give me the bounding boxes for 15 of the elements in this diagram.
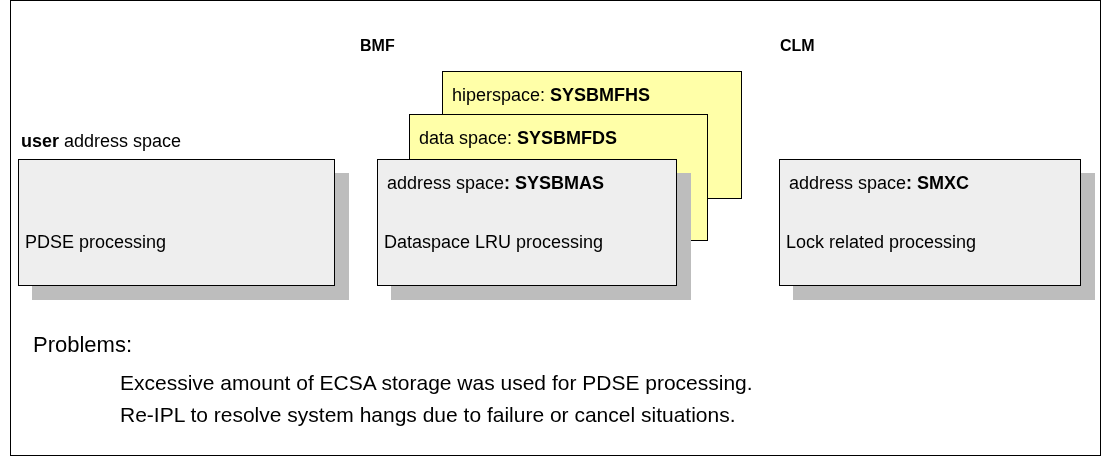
box-heading: address space: SMXC bbox=[789, 174, 970, 192]
box-heading: address space: SYSBMAS bbox=[387, 174, 605, 192]
note-heading: Problems: bbox=[33, 334, 133, 356]
box-heading: data space: SYSBMFDS bbox=[419, 129, 618, 147]
box-text: PDSE processing bbox=[25, 233, 167, 251]
box-heading: user address space bbox=[21, 132, 182, 150]
group-label: CLM bbox=[780, 38, 815, 54]
note-text: Excessive amount of ECSA storage was used for PDSE processing. bbox=[120, 372, 753, 393]
box-heading: hiperspace: SYSBMFHS bbox=[452, 86, 651, 104]
note-text: Re-IPL to resolve system hangs due to failure or cancel situations. bbox=[120, 404, 736, 425]
box-text: Lock related processing bbox=[786, 233, 977, 251]
address-space-box bbox=[442, 71, 742, 114]
box-text: Dataspace LRU processing bbox=[384, 233, 604, 251]
group-label: BMF bbox=[360, 38, 395, 54]
address-space-box bbox=[409, 114, 708, 159]
